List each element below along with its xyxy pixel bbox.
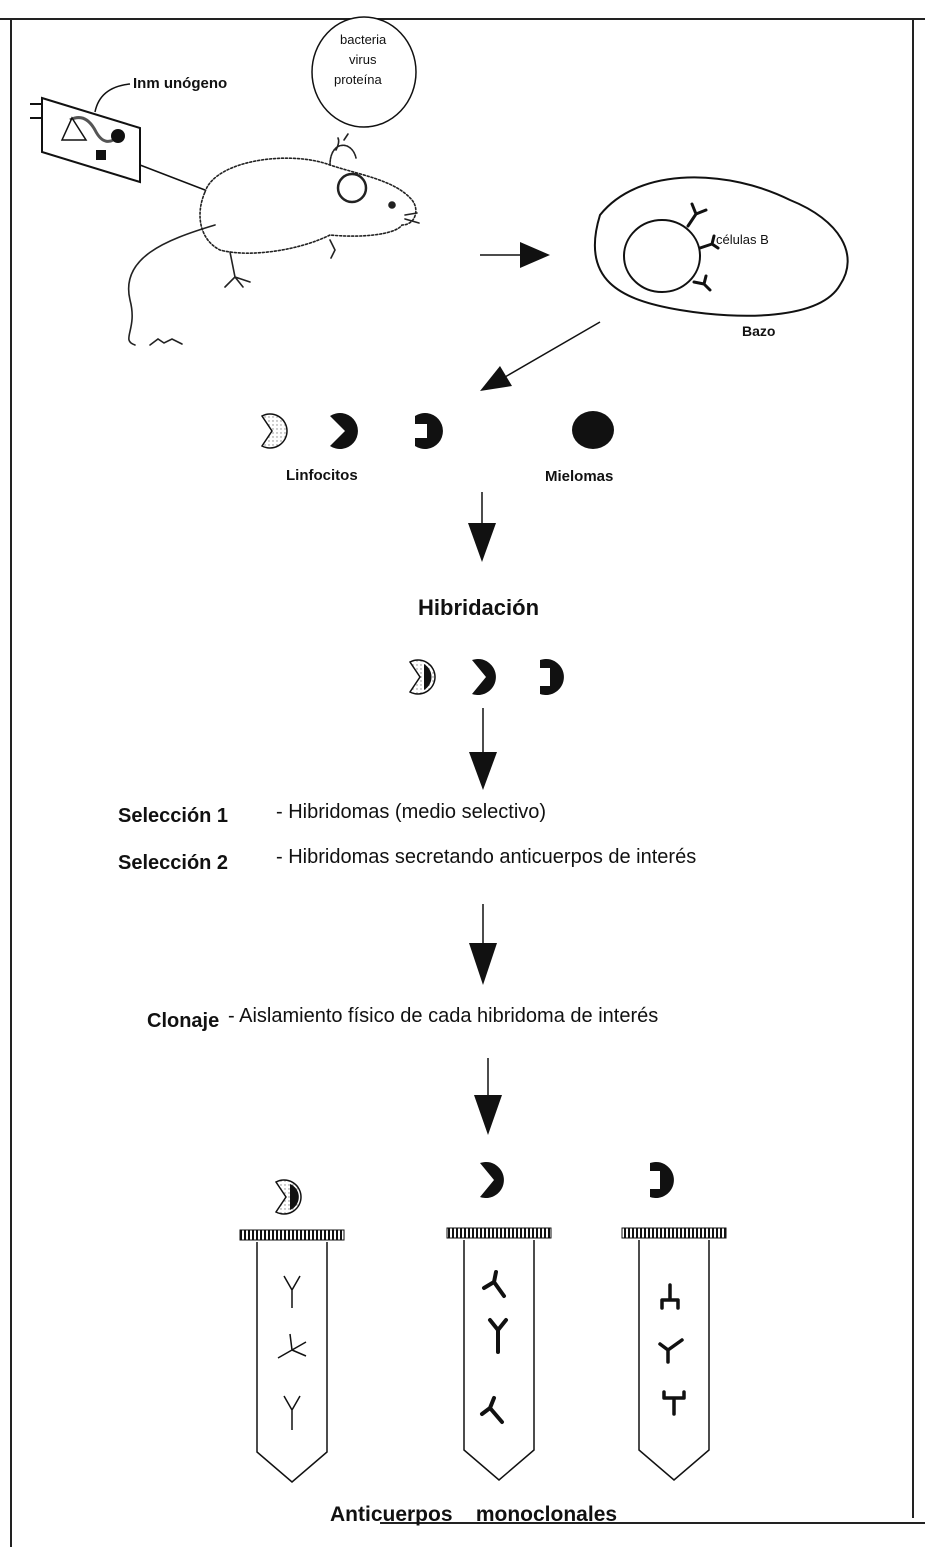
myeloma-cell [572,411,614,449]
arrow-spleen-to-cells [480,321,601,391]
arrow-to-clonaje [469,904,497,985]
anticuerpos-label: Anticuerpos monoclonales [330,1503,618,1526]
lymphocyte-cells [260,413,443,449]
hibridacion-label: Hibridación [418,595,540,620]
frame-right-line [912,18,914,1518]
clonaje-text: - Aislamiento físico de cada hibridoma d… [228,1005,659,1027]
seleccion2-title: Selección 2 [118,852,229,874]
inmunogeno-label: Inm unógeno [133,75,228,92]
seleccion1-text: - Hibridomas (medio selectivo) [276,801,547,823]
antigen-label-virus: virus [349,52,377,67]
tube-3 [621,1227,727,1481]
clonaje-title: Clonaje [147,1010,220,1032]
inmunogeno-leader [94,83,131,113]
syringe-icon [30,96,206,191]
frame-left-line [10,18,12,1547]
seleccion1-title: Selección 1 [118,805,229,827]
antigen-label-bacteria: bacteria [340,32,387,47]
arrow-mouse-to-spleen [480,242,550,268]
celulas-b-label: células B [716,232,769,247]
tube-2 [446,1227,552,1481]
mouse-icon [127,133,420,346]
clone-cells [274,1162,674,1215]
seleccion2-text: - Hibridomas secretando anticuerpos de i… [276,846,697,868]
antigen-bubble [311,16,417,128]
arrow-to-tubes [474,1058,502,1135]
arrow-to-hibridacion [468,492,496,562]
bazo-label: Bazo [742,323,776,339]
frame-bottom-line [380,1522,925,1524]
frame-top-line [0,18,925,20]
arrow-to-seleccion [469,708,497,790]
antigen-label-proteina: proteína [334,72,382,87]
linfocitos-label: Linfocitos [286,467,358,484]
tube-1 [239,1229,345,1483]
spleen-icon [593,176,849,317]
hybrid-cells [408,659,564,695]
mielomas-label: Mielomas [545,468,614,485]
